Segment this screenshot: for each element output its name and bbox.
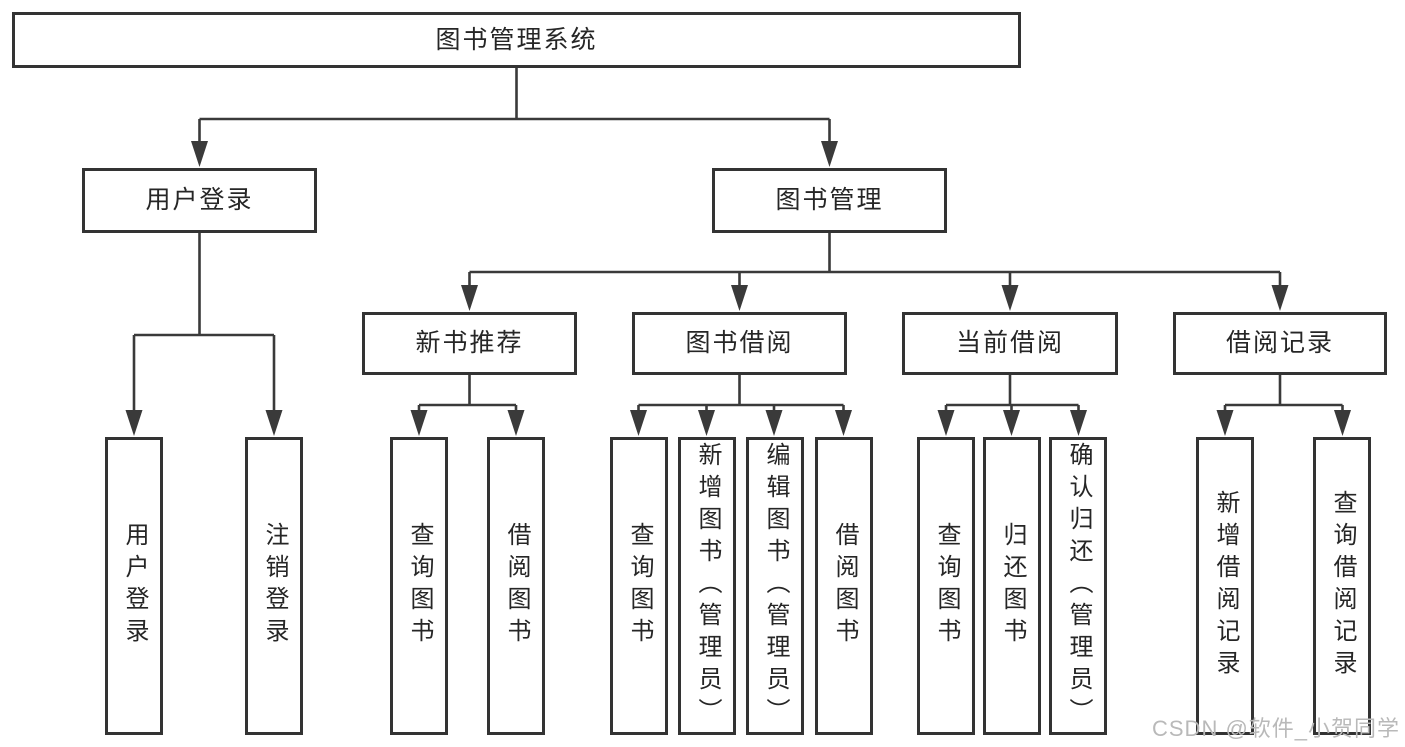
leaf-query-books-borrow: 查询图书 xyxy=(610,437,668,735)
arrowhead-icon xyxy=(630,410,647,436)
leaf-query-books-borrow-label: 查询图书 xyxy=(626,522,653,650)
leaf-query-borrow-record: 查询借阅记录 xyxy=(1313,437,1371,735)
arrowhead-icon xyxy=(1334,410,1351,436)
arrowhead-icon xyxy=(821,141,838,167)
leaf-user-login: 用户登录 xyxy=(105,437,163,735)
node-borrowing-records: 借阅记录 xyxy=(1173,312,1387,375)
edge-userlogin-to-leaves xyxy=(132,233,276,414)
leaf-confirm-return-admin: 确认归还（管理员） xyxy=(1049,437,1107,735)
leaf-logout-label: 注销登录 xyxy=(261,522,288,650)
leaf-query-books-current-label: 查询图书 xyxy=(933,522,960,650)
node-new-book-recommend-label: 新书推荐 xyxy=(415,329,524,357)
leaf-borrow-books-recommend-label: 借阅图书 xyxy=(503,522,530,650)
leaf-confirm-return-admin-label: 确认归还（管理员） xyxy=(1065,442,1092,730)
arrowhead-icon xyxy=(125,410,143,436)
leaf-query-books-recommend: 查询图书 xyxy=(390,437,448,735)
arrowhead-icon xyxy=(1003,410,1020,436)
edge-root-to-level2 xyxy=(198,68,831,145)
node-current-borrowing-label: 当前借阅 xyxy=(955,329,1064,357)
leaf-edit-book-admin: 编辑图书（管理员） xyxy=(746,437,804,735)
leaf-add-borrow-record-label: 新增借阅记录 xyxy=(1212,490,1239,682)
node-book-borrowing: 图书借阅 xyxy=(632,312,847,375)
arrowhead-icon xyxy=(731,285,748,311)
node-root-label: 图书管理系统 xyxy=(435,25,598,54)
leaf-add-book-admin: 新增图书（管理员） xyxy=(678,437,736,735)
leaf-add-borrow-record: 新增借阅记录 xyxy=(1196,437,1254,735)
edge-records-to-leaves xyxy=(1223,375,1344,414)
leaf-query-books-recommend-label: 查询图书 xyxy=(406,522,433,650)
node-user-login: 用户登录 xyxy=(82,168,317,233)
arrowhead-icon xyxy=(1271,285,1289,311)
node-book-borrowing-label: 图书借阅 xyxy=(685,329,794,357)
edge-newbook-to-leaves xyxy=(417,375,518,414)
arrowhead-icon xyxy=(765,410,783,436)
node-root: 图书管理系统 xyxy=(12,12,1021,68)
arrowhead-icon xyxy=(191,141,208,167)
arrowhead-icon xyxy=(265,410,283,436)
leaf-logout: 注销登录 xyxy=(245,437,303,735)
arrowhead-icon xyxy=(937,410,955,436)
edge-currentborrow-to-leaves xyxy=(944,375,1080,414)
node-current-borrowing: 当前借阅 xyxy=(902,312,1118,375)
node-borrowing-records-label: 借阅记录 xyxy=(1225,329,1334,357)
node-book-management: 图书管理 xyxy=(712,168,947,233)
node-book-management-label: 图书管理 xyxy=(775,186,884,214)
leaf-return-books: 归还图书 xyxy=(983,437,1041,735)
leaf-user-login-label: 用户登录 xyxy=(121,522,148,650)
watermark: CSDN @软件_小贺同学 xyxy=(1152,716,1401,741)
arrowhead-icon xyxy=(461,285,478,311)
leaf-borrow-books: 借阅图书 xyxy=(815,437,873,735)
leaf-edit-book-admin-label: 编辑图书（管理员） xyxy=(762,442,789,730)
leaf-borrow-books-recommend: 借阅图书 xyxy=(487,437,545,735)
node-new-book-recommend: 新书推荐 xyxy=(362,312,577,375)
leaf-return-books-label: 归还图书 xyxy=(999,522,1026,650)
leaf-query-books-current: 查询图书 xyxy=(917,437,975,735)
arrowhead-icon xyxy=(507,410,525,436)
arrowhead-icon xyxy=(698,410,715,436)
arrowhead-icon xyxy=(1070,410,1087,436)
arrowhead-icon xyxy=(1001,285,1019,311)
edge-bookborrow-to-leaves xyxy=(637,375,845,414)
node-user-login-label: 用户登录 xyxy=(145,186,254,214)
arrowhead-icon xyxy=(410,410,428,436)
arrowhead-icon xyxy=(1216,410,1234,436)
leaf-add-book-admin-label: 新增图书（管理员） xyxy=(694,442,721,730)
arrowheads xyxy=(125,141,1351,436)
leaf-query-borrow-record-label: 查询借阅记录 xyxy=(1329,490,1356,682)
leaf-borrow-books-label: 借阅图书 xyxy=(831,522,858,650)
arrowhead-icon xyxy=(835,410,852,436)
edge-bookmgmt-to-level3 xyxy=(468,233,1282,289)
